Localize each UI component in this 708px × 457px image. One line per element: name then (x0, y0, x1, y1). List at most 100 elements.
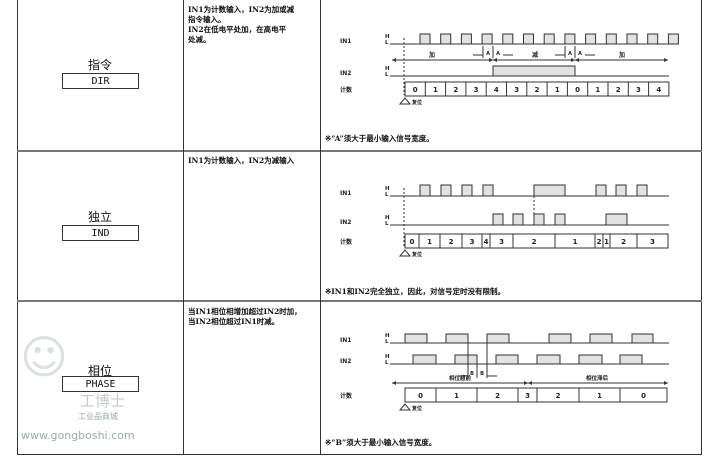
mode-description-dir: IN1为计数输入，IN2为加或减 指令输入。 IN2在低电平处加，在高电平 处减… (188, 5, 320, 45)
signal-label: IN2 (340, 358, 351, 365)
count-value: 4 (484, 238, 489, 246)
marker-label: B (480, 371, 484, 377)
signal-label: IN2 (340, 219, 351, 226)
count-value: 4 (656, 86, 661, 94)
signal-label: IN2 (340, 70, 351, 77)
signal-pulse (486, 333, 510, 344)
count-value: 2 (621, 238, 626, 246)
signal-pulse (495, 354, 519, 365)
signal-pulse (481, 33, 493, 45)
signal-pulse (492, 213, 504, 226)
reset-triangle-icon (398, 403, 412, 411)
mode-code-phase: PHASE (62, 376, 139, 392)
signal-pulse (454, 354, 478, 365)
signal-pulse (543, 33, 555, 45)
watermark-sub: 工业品商城 (78, 412, 118, 421)
reset-label: 复位 (411, 405, 422, 412)
count-value: 0 (418, 392, 423, 400)
high-label: H (385, 215, 390, 221)
signal-pulse (595, 184, 607, 197)
count-value: 3 (499, 238, 504, 246)
count-value: 2 (556, 392, 561, 400)
count-value: 4 (494, 86, 499, 94)
count-value: 1 (433, 86, 438, 94)
count-value: 2 (535, 86, 540, 94)
mode-description-phase: 当IN1相位相增加超过IN2时加， 当IN2相位超过IN1时减。 (188, 307, 320, 327)
signal-pulse (631, 333, 654, 344)
marker-label: A (578, 51, 582, 57)
signal-pulse (533, 213, 545, 226)
count-value: 1 (427, 238, 432, 246)
signal-pulse (404, 333, 428, 344)
count-value: 1 (555, 86, 560, 94)
signal-pulse (512, 213, 524, 226)
column-divider (183, 0, 184, 455)
count-value: 2 (495, 392, 500, 400)
marker-label: A (486, 51, 490, 57)
count-value: 3 (636, 86, 641, 94)
reset-label: 复位 (411, 251, 422, 258)
signal-pulse (482, 184, 494, 197)
signal-pulse (636, 184, 648, 197)
signal-pulse (502, 33, 514, 45)
count-value: 2 (449, 238, 454, 246)
note-dir: ※“A”须大于最小输入信号宽度。 (325, 134, 434, 143)
count-value: 3 (514, 86, 519, 94)
high-label: H (385, 66, 390, 72)
signal-pulse (548, 333, 572, 344)
count-value: 2 (453, 86, 458, 94)
signal-pulse (615, 184, 627, 197)
mode-code-dir: DIR (62, 73, 139, 89)
low-label: L (385, 72, 389, 78)
signal-label: IN1 (340, 337, 351, 344)
desc-line: IN2在低电平处加，在高电平 (188, 25, 287, 34)
direction-label: 相位滞后 (586, 374, 609, 382)
desc-line: IN1为计数输入，IN2为加或减 (188, 5, 295, 14)
count-value: 0 (641, 392, 646, 400)
signal-pulse (419, 33, 431, 45)
reset-triangle-icon (398, 97, 412, 105)
count-value: 0 (413, 86, 418, 94)
marker-label: A (496, 51, 500, 57)
high-label: H (385, 333, 390, 339)
high-label: H (385, 354, 390, 360)
marker-label: B (470, 371, 474, 377)
count-value: 0 (410, 238, 415, 246)
direction-label: 相位超前 (449, 374, 472, 382)
direction-label: 加 (428, 51, 435, 59)
marker-label: A (568, 51, 572, 57)
desc-line: 指令输入。 (188, 15, 226, 24)
low-label: L (385, 40, 389, 46)
signal-pulse (585, 33, 597, 45)
count-value: 1 (597, 392, 602, 400)
reset-triangle-icon (398, 249, 412, 257)
count-value: 3 (474, 86, 479, 94)
count-value: 1 (595, 86, 600, 94)
low-label: L (385, 360, 389, 366)
signal-pulse (667, 33, 679, 45)
mode-code-ind: IND (62, 225, 139, 241)
signal-pulse (461, 184, 473, 197)
signal-pulse (605, 213, 628, 226)
signal-pulse (412, 354, 437, 365)
desc-line: IN1为计数输入，IN2为减输入 (188, 156, 295, 165)
mode-name-phase: 相位 (87, 364, 112, 378)
signal-pulse (440, 184, 452, 197)
signal-pulse (578, 354, 603, 365)
low-label: L (385, 339, 389, 345)
mode-name-ind: 独立 (87, 210, 112, 224)
count-label: 计数 (340, 86, 353, 94)
high-label: H (385, 186, 390, 192)
note-phase: ※“B”须大于最小输入信号宽度。 (325, 438, 437, 447)
count-row (404, 81, 670, 97)
count-value: 3 (650, 238, 655, 246)
signal-pulse (626, 33, 638, 45)
count-value: 2 (532, 238, 537, 246)
signal-pulse (533, 184, 566, 197)
reset-label: 复位 (411, 99, 422, 106)
note-ind: ※IN1和IN2完全独立，因此，对信号定时没有限制。 (325, 287, 505, 296)
desc-line: 当IN1相位相增加超过IN2时加， (188, 307, 302, 316)
watermark-brand: 工博士 (80, 392, 126, 410)
mode-name-dir: 指令 (87, 58, 112, 72)
